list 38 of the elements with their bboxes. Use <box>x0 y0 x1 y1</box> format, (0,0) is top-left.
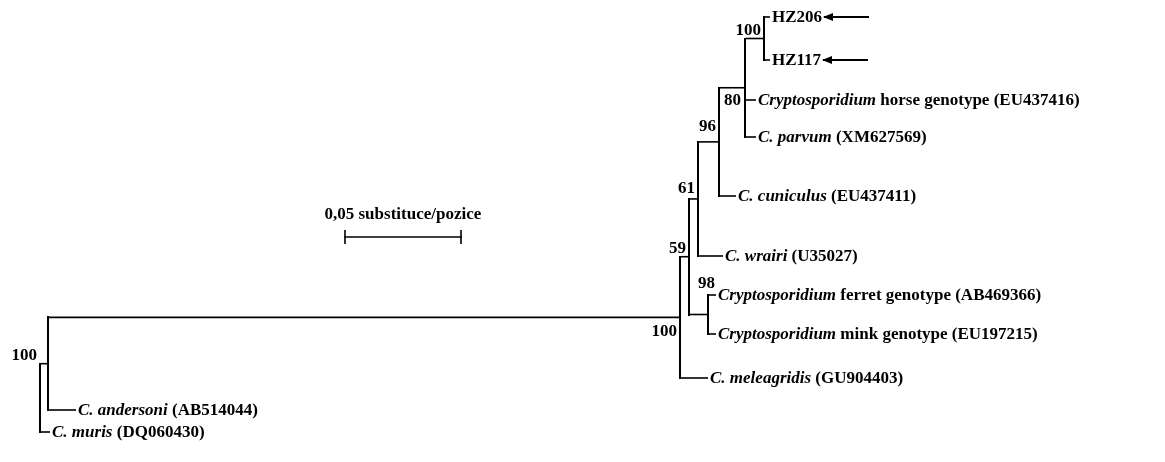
taxon-label: C. wrairi (U35027) <box>725 246 858 266</box>
tree-branch <box>764 59 771 61</box>
tree-branch <box>40 431 51 433</box>
taxon-label: HZ206 <box>772 7 823 27</box>
bootstrap-value: 100 <box>735 20 761 40</box>
tree-branch <box>708 333 717 335</box>
bootstrap-value: 100 <box>11 345 37 365</box>
taxon-label: HZ117 <box>772 50 822 70</box>
taxon-label: Cryptosporidium mink genotype (EU197215) <box>718 324 1038 344</box>
taxon-label: Cryptosporidium horse genotype (EU437416) <box>758 90 1080 110</box>
bootstrap-value: 100 <box>651 321 677 341</box>
arrow <box>823 13 870 21</box>
tree-branch <box>745 99 757 101</box>
scale-label: 0,05 substituce/pozice <box>324 204 482 224</box>
bootstrap-value: 96 <box>699 116 716 136</box>
taxon-label: C. muris (DQ060430) <box>52 422 205 442</box>
bootstrap-value: 80 <box>724 90 741 110</box>
bootstrap-value: 61 <box>678 178 695 198</box>
tree-branch <box>745 136 757 138</box>
tree-branch <box>48 409 77 411</box>
tree-branch <box>708 294 717 296</box>
taxon-label: C. parvum (XM627569) <box>758 127 927 147</box>
taxon-label: C. andersoni (AB514044) <box>78 400 258 420</box>
taxon-label: C. meleagridis (GU904403) <box>710 368 904 388</box>
bootstrap-value: 59 <box>669 238 686 258</box>
arrow <box>822 56 869 64</box>
tree-branch <box>719 195 737 197</box>
bootstrap-value: 98 <box>698 273 715 293</box>
tree-branch <box>48 316 680 319</box>
tree-branch <box>680 377 709 379</box>
tree-branch <box>689 198 698 200</box>
tree-branch <box>698 255 724 257</box>
tree-branch <box>764 16 771 18</box>
tree-branch <box>719 86 745 89</box>
taxon-label: C. cuniculus (EU437411) <box>738 186 917 206</box>
tree-branch <box>680 255 689 258</box>
taxon-label: Cryptosporidium ferret genotype (AB469366) <box>718 285 1042 305</box>
tree-branch <box>698 141 719 143</box>
